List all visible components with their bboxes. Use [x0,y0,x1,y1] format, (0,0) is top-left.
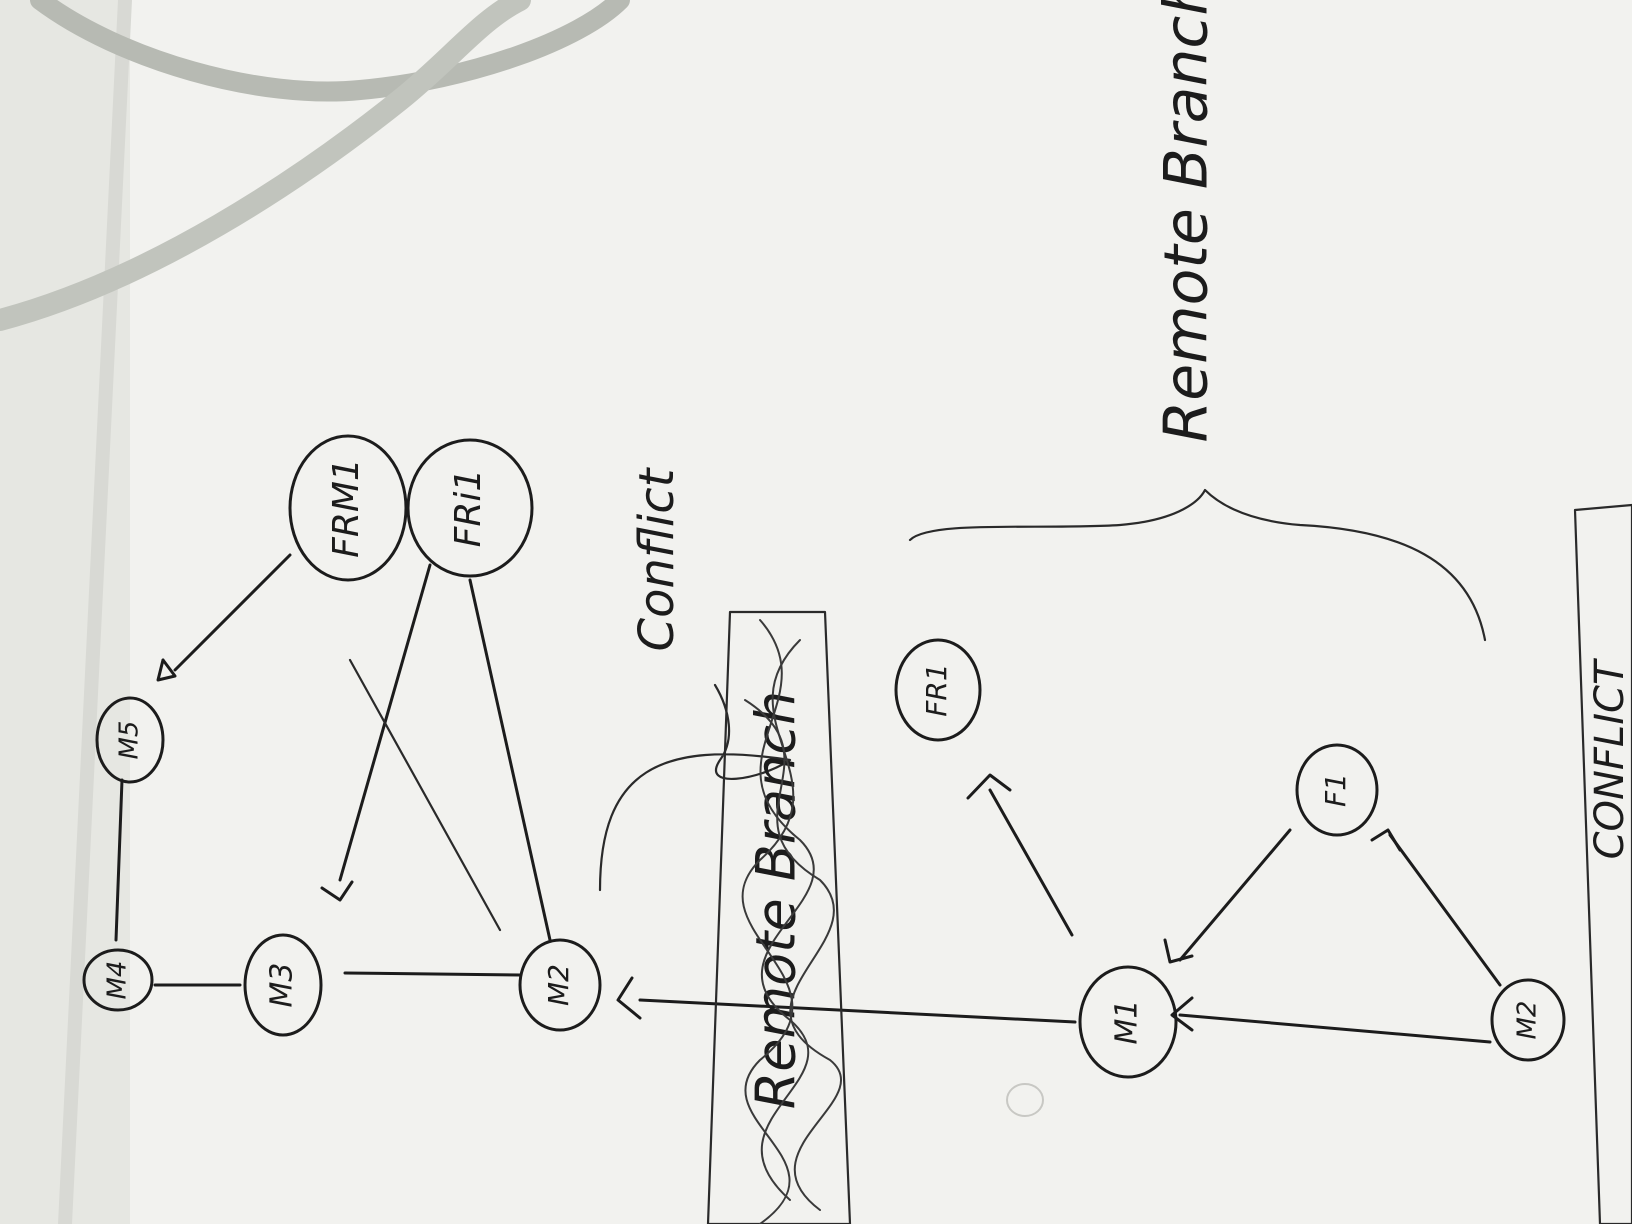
node-m2-left-label: M2 [542,964,575,1006]
node-fri1-label: FRi1 [448,469,489,548]
paper-left-edge [58,0,132,1224]
node-f1: F1 [1295,743,1379,837]
node-m3: M3 [243,933,323,1037]
node-m2-left: M2 [518,938,602,1032]
annotation-conflict-bottom: CONFLICT [1587,657,1632,859]
node-m4-label: M4 [103,961,133,1000]
annotation-remote-branch: Remote Branch [1152,0,1222,442]
node-m5-label: M5 [115,721,145,760]
node-m1-label: M1 [1110,1000,1145,1045]
node-frm1: FRM1 [288,434,408,582]
cable [30,0,630,102]
node-m2-right-label: M2 [1513,1001,1543,1040]
paper-sheet [60,0,1632,1224]
remote-branch-brace [908,488,1487,642]
node-fri1: FRi1 [406,438,534,578]
node-m2-right: M2 [1490,978,1566,1062]
annotation-conflict-top: Conflict [629,466,685,651]
node-m3-label: M3 [265,963,300,1008]
node-fr1: FR1 [894,638,982,742]
diagram-edges [114,553,1502,1044]
crossed-out-box: Remote Branch [706,610,852,1224]
node-fr1-label: FR1 [920,663,953,716]
conflict-box-bottom: CONFLICT [1573,503,1632,1224]
faint-mark [1006,1083,1044,1117]
node-m4: M4 [82,948,154,1012]
conflict-squiggle [598,683,792,892]
node-f1-label: F1 [1319,773,1352,807]
annotation-crossed-out: Remote Branch [745,691,808,1109]
cable-loop [0,0,531,331]
node-frm1-label: FRM1 [326,458,367,558]
node-m5: M5 [95,696,165,784]
node-m1: M1 [1078,965,1178,1079]
